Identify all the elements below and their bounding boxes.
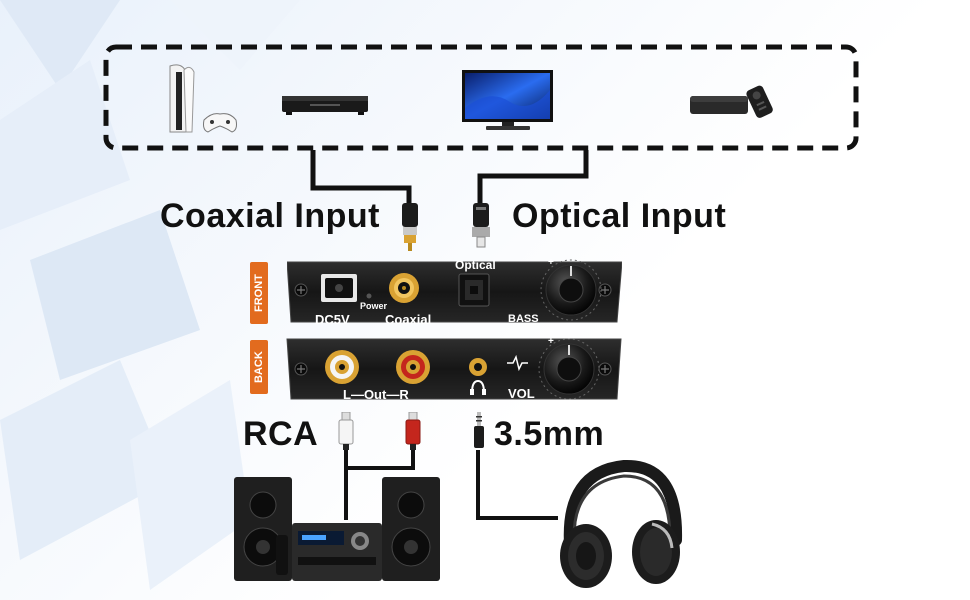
bass-label: BASS (508, 313, 539, 325)
out-label: L—Out—R (343, 387, 409, 402)
rca-plugs-icon (338, 412, 421, 450)
optical-plug-icon (472, 203, 490, 248)
front-tag: FRONT (250, 262, 268, 324)
coaxial-label: Coaxial (385, 312, 432, 327)
dc5v-label: DC5V (315, 312, 350, 327)
optical-label: Optical (455, 258, 496, 272)
game-console-icon (169, 64, 237, 133)
vol-label: VOL (508, 386, 535, 401)
front-panel (287, 259, 622, 323)
blu-ray-player-icon (282, 96, 368, 115)
power-label: Power (360, 301, 388, 311)
headphones-icon (560, 459, 683, 588)
mm35-plug-icon (474, 412, 484, 448)
optical-input-label: Optical Input (512, 197, 727, 235)
bass-plus-label: + (548, 257, 554, 268)
tv-icon (462, 70, 553, 130)
back-tag: BACK (250, 340, 268, 394)
stereo-system-icon (234, 477, 440, 581)
coaxial-input-label: Coaxial Input (160, 197, 380, 235)
rca-label: RCA (243, 415, 319, 453)
back-panel (286, 338, 622, 400)
mm35-label: 3.5mm (494, 415, 605, 453)
tv-box-icon (690, 85, 773, 118)
coaxial-plug-icon (402, 203, 418, 251)
vol-plus-label: + (548, 336, 554, 347)
